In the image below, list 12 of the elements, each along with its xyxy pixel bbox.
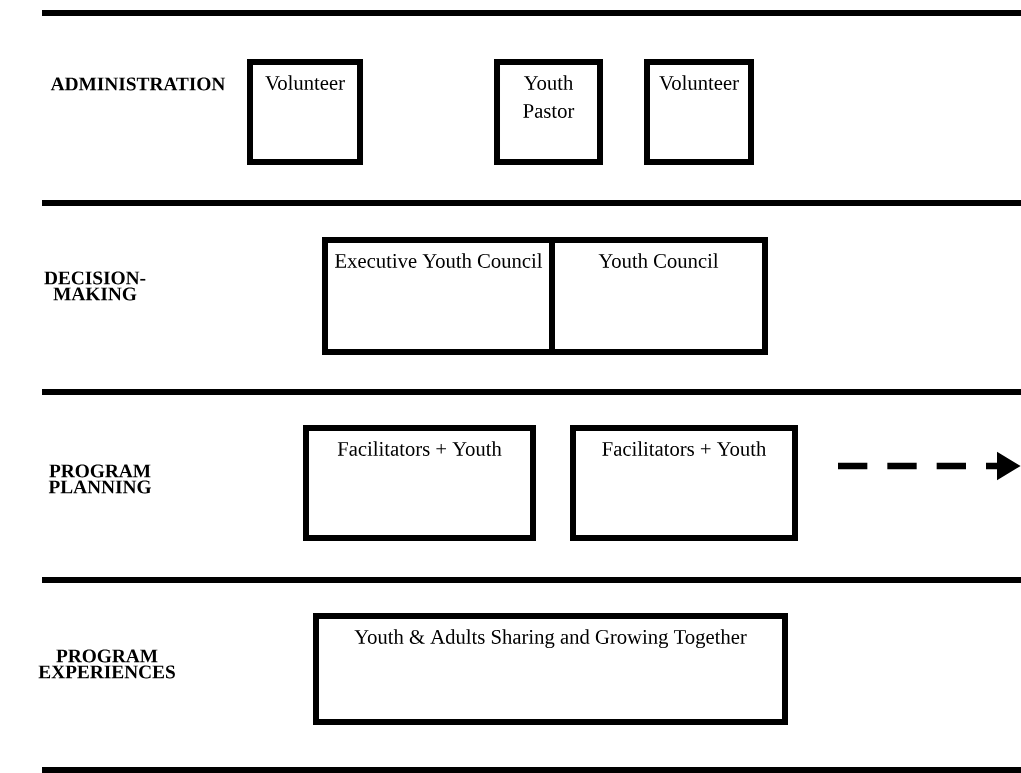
row-heading: ADMINISTRATION bbox=[50, 77, 226, 91]
row-heading: DECISION-MAKING bbox=[44, 271, 146, 301]
process-box: Youth Pastor bbox=[494, 59, 603, 165]
process-box: Executive Youth Council bbox=[322, 237, 555, 355]
row-heading: PROGRAM PLANNING bbox=[48, 464, 151, 494]
process-box: Volunteer bbox=[644, 59, 754, 165]
process-box: Facilitators + Youth bbox=[303, 425, 536, 541]
process-box: Youth Council bbox=[549, 237, 768, 355]
row-heading: PROGRAM EXPERIENCES bbox=[38, 649, 175, 679]
process-box: Facilitators + Youth bbox=[570, 425, 798, 541]
process-box: Youth & Adults Sharing and Growing Together bbox=[313, 613, 788, 725]
process-box: Volunteer bbox=[247, 59, 363, 165]
